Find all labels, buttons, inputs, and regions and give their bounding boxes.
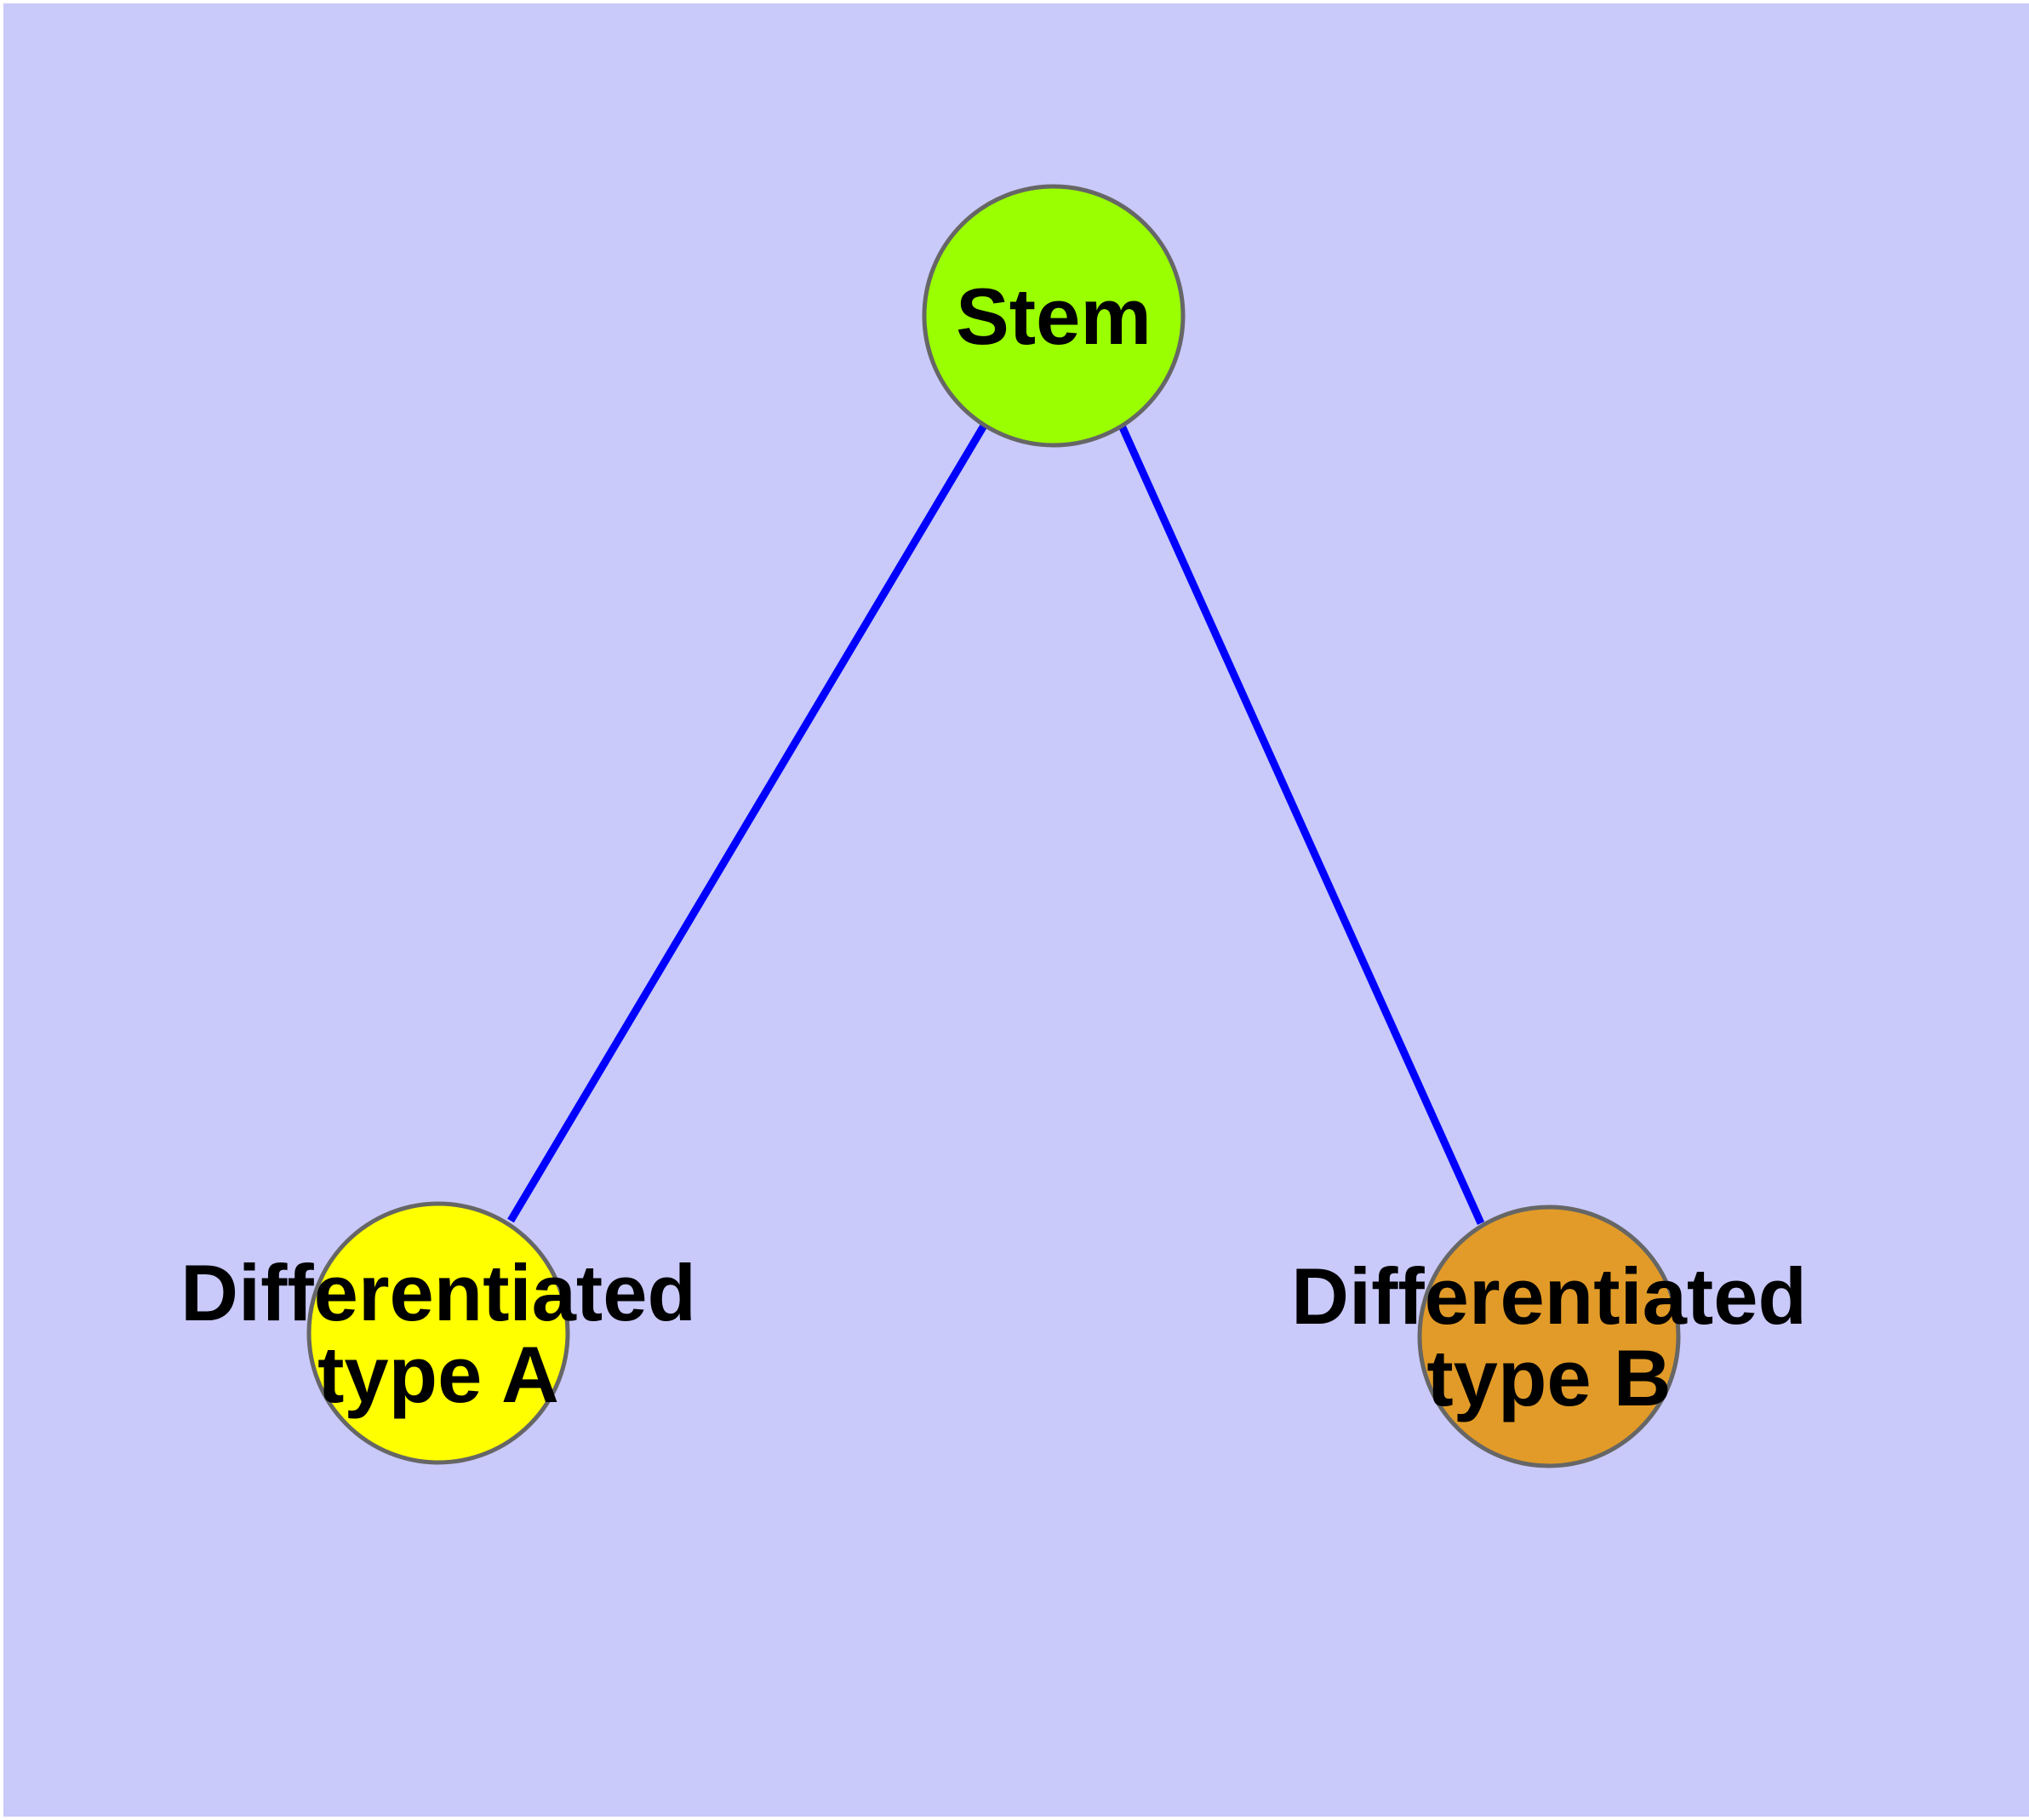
edges-layer [507,423,1485,1225]
graph-node-diff_b[interactable] [1417,1205,1681,1468]
graph-node-label-line: type B [1426,1333,1671,1422]
graph-edge-stem-to-diff-b[interactable] [1117,424,1485,1225]
nodes-layer [306,184,1681,1468]
graph-node-label-line: Differentiated [1291,1251,1807,1341]
graph-edge-stem-to-diff-a[interactable] [507,423,987,1223]
graph-node-stem[interactable] [922,184,1186,448]
graph-node-diff_a[interactable] [306,1201,570,1465]
graph-node-label-line: Differentiated [180,1248,696,1337]
graph-node-label-line: Stem [956,272,1152,361]
graph-node-label-stem: Stem [956,272,1152,361]
graph-node-label-line: type A [317,1330,559,1419]
